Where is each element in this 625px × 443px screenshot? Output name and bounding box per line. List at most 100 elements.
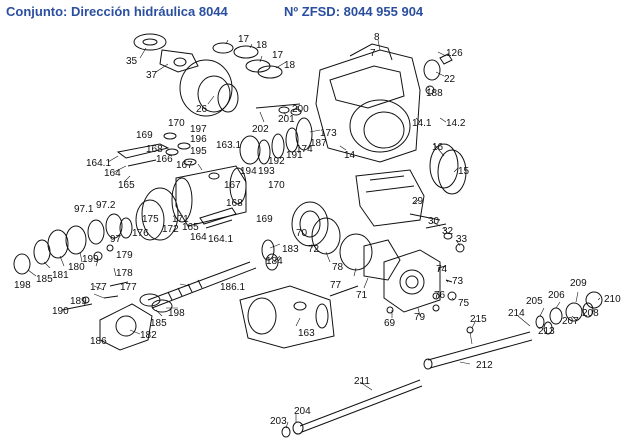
callout-label: 187	[310, 138, 327, 149]
callout-label: 186	[90, 336, 107, 347]
callout-label: 26	[196, 104, 208, 115]
callout-label: 97.1	[74, 204, 94, 215]
callout-label: 164.1	[86, 158, 111, 169]
ring-203	[281, 426, 291, 438]
callout-label: 206	[548, 290, 565, 301]
callout-label: 16	[432, 142, 444, 153]
washer-76	[432, 304, 440, 312]
callout-label: 71	[356, 290, 368, 301]
callout-label: 210	[604, 294, 621, 305]
callout-label: 197	[190, 124, 207, 135]
callout-label: 29	[412, 196, 424, 207]
rod-212	[427, 331, 531, 361]
callout-label: 186.1	[220, 282, 245, 293]
callout-label: 165	[182, 222, 199, 233]
callout-label: 207	[562, 316, 579, 327]
callout-label: 167	[224, 180, 241, 191]
callout-label: 185	[36, 274, 53, 285]
callout-label: 182	[140, 330, 157, 341]
spring-164	[127, 159, 157, 167]
callout-label: 168	[146, 144, 163, 155]
seal-17	[212, 42, 234, 54]
ring-204	[292, 421, 304, 435]
spring-165	[199, 207, 237, 225]
callout-label: 22	[444, 74, 456, 85]
callout-label: 172	[162, 224, 179, 235]
callout-label: 173	[320, 128, 337, 139]
callout-label: 177	[120, 282, 137, 293]
callout-label: 163	[298, 328, 315, 339]
callout-label: 163.1	[216, 140, 241, 151]
callout-label: 203	[270, 416, 287, 427]
ring-72	[311, 217, 341, 255]
callout-label: 17	[272, 50, 284, 61]
callout-label: 181	[52, 270, 69, 281]
callout-label: 14.2	[446, 118, 466, 129]
callout-label: 211	[354, 376, 370, 387]
callout-label: 179	[116, 250, 133, 261]
cap-37	[159, 49, 199, 73]
callout-label: 209	[570, 278, 587, 289]
ring-206	[549, 307, 563, 325]
callout-label: 174	[296, 144, 313, 155]
callout-label: 198	[168, 308, 185, 319]
ring-183	[261, 239, 275, 261]
callout-label: 208	[582, 308, 599, 319]
callout-label: 18	[284, 60, 296, 71]
callout-label: 212	[476, 360, 493, 371]
callout-label: 215	[470, 314, 487, 325]
ring-97-1	[65, 225, 87, 255]
ring-22	[423, 59, 441, 81]
callout-label: 164.1	[208, 234, 233, 245]
nut-189	[82, 296, 90, 304]
ring-185	[33, 239, 51, 265]
callout-label: 30	[428, 216, 440, 227]
pin-30	[425, 223, 447, 229]
bolt-177	[103, 295, 119, 299]
ring-175	[105, 213, 123, 239]
callout-label: 70	[296, 228, 308, 239]
washer-196	[177, 142, 191, 150]
callout-label: 75	[458, 298, 470, 309]
callout-label: 76	[434, 290, 446, 301]
nut-188	[425, 85, 435, 95]
nut-163-1	[239, 135, 261, 165]
callout-label: 165	[118, 180, 135, 191]
callout-label: 17	[238, 34, 250, 45]
callout-label: 201	[278, 114, 295, 125]
screw-73	[445, 279, 453, 283]
callout-label: 7	[370, 48, 376, 59]
callout-label: 189	[70, 296, 87, 307]
callout-label: 176	[132, 228, 149, 239]
washer-166	[183, 158, 197, 166]
callout-label: 78	[332, 262, 344, 273]
ring-172	[135, 199, 165, 241]
ball-97	[106, 244, 114, 252]
callout-label: 188	[426, 88, 443, 99]
ring-16	[429, 143, 459, 189]
ring-35	[133, 33, 167, 51]
nut-75	[447, 291, 457, 301]
callout-label: 198	[14, 280, 31, 291]
callout-label: 185	[150, 318, 167, 329]
seal-18	[233, 45, 259, 59]
rod-211	[299, 379, 421, 427]
assembly-title: Conjunto: Dirección hidráulica 8044	[6, 4, 228, 19]
callout-label: 14	[344, 150, 356, 161]
callout-label: 205	[526, 296, 543, 307]
ring-213	[543, 321, 553, 335]
callout-label: 69	[384, 318, 396, 329]
bolt-190	[61, 303, 93, 311]
sector-shaft-29	[355, 169, 425, 227]
ring-97-2	[87, 219, 105, 245]
callout-label: 166	[156, 154, 173, 165]
ring-198	[13, 253, 31, 275]
callout-label: 164	[190, 232, 207, 243]
callout-label: 170	[168, 118, 185, 129]
callout-label: 193	[258, 166, 275, 177]
callout-label: 213	[538, 326, 555, 337]
ring-208	[582, 302, 594, 318]
ring-171	[141, 187, 179, 241]
